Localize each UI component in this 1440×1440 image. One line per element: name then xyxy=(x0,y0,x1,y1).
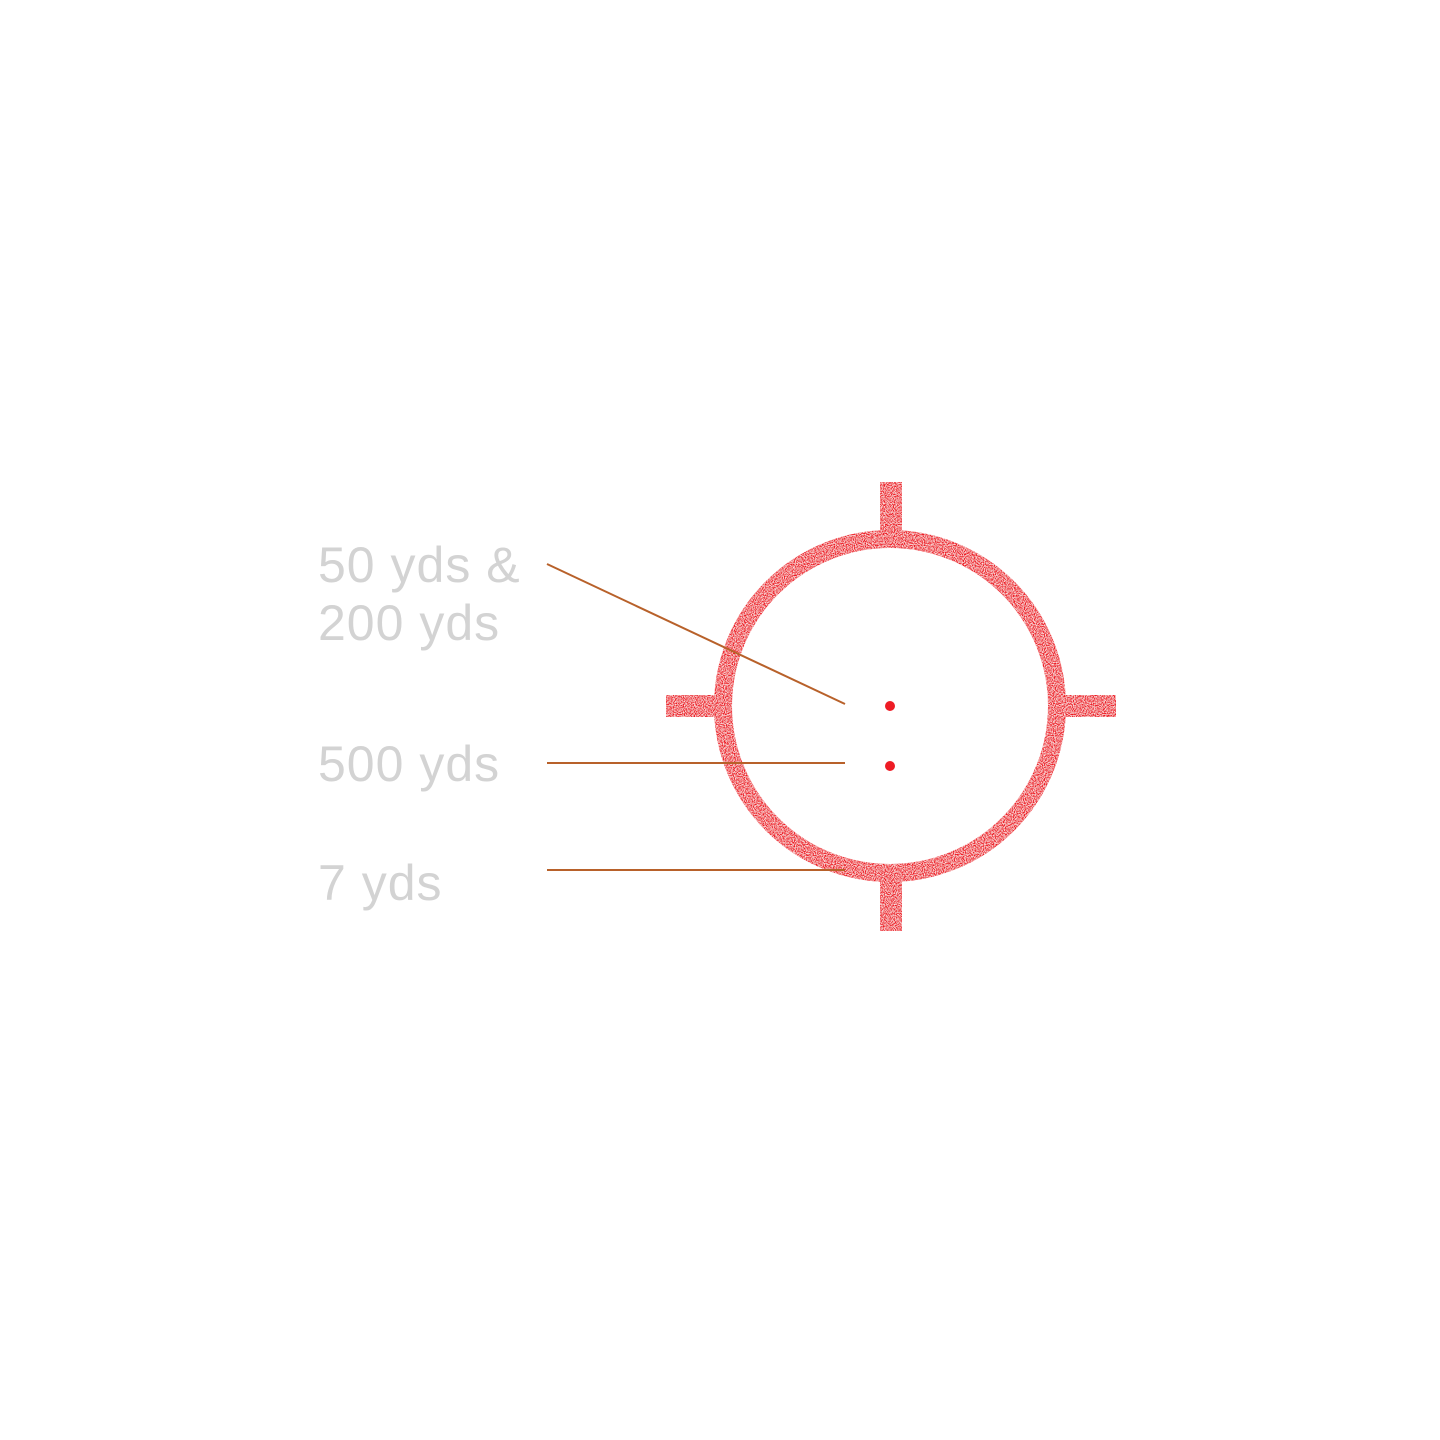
reticle xyxy=(666,482,1116,931)
label-50-yds: 50 yds & xyxy=(318,537,521,593)
aim-dot-lower xyxy=(885,761,895,771)
tick-left xyxy=(666,695,724,717)
label-7-yds: 7 yds xyxy=(318,855,443,911)
tick-top xyxy=(880,482,902,540)
label-500-yds: 500 yds xyxy=(318,736,501,792)
tick-right xyxy=(1058,695,1116,717)
label-50-200-yds: 50 yds & 200 yds xyxy=(318,536,521,652)
label-200-yds: 200 yds xyxy=(318,595,501,651)
tick-bottom xyxy=(880,872,902,931)
aim-dot-upper xyxy=(885,701,895,711)
leader-50-200 xyxy=(546,563,846,705)
